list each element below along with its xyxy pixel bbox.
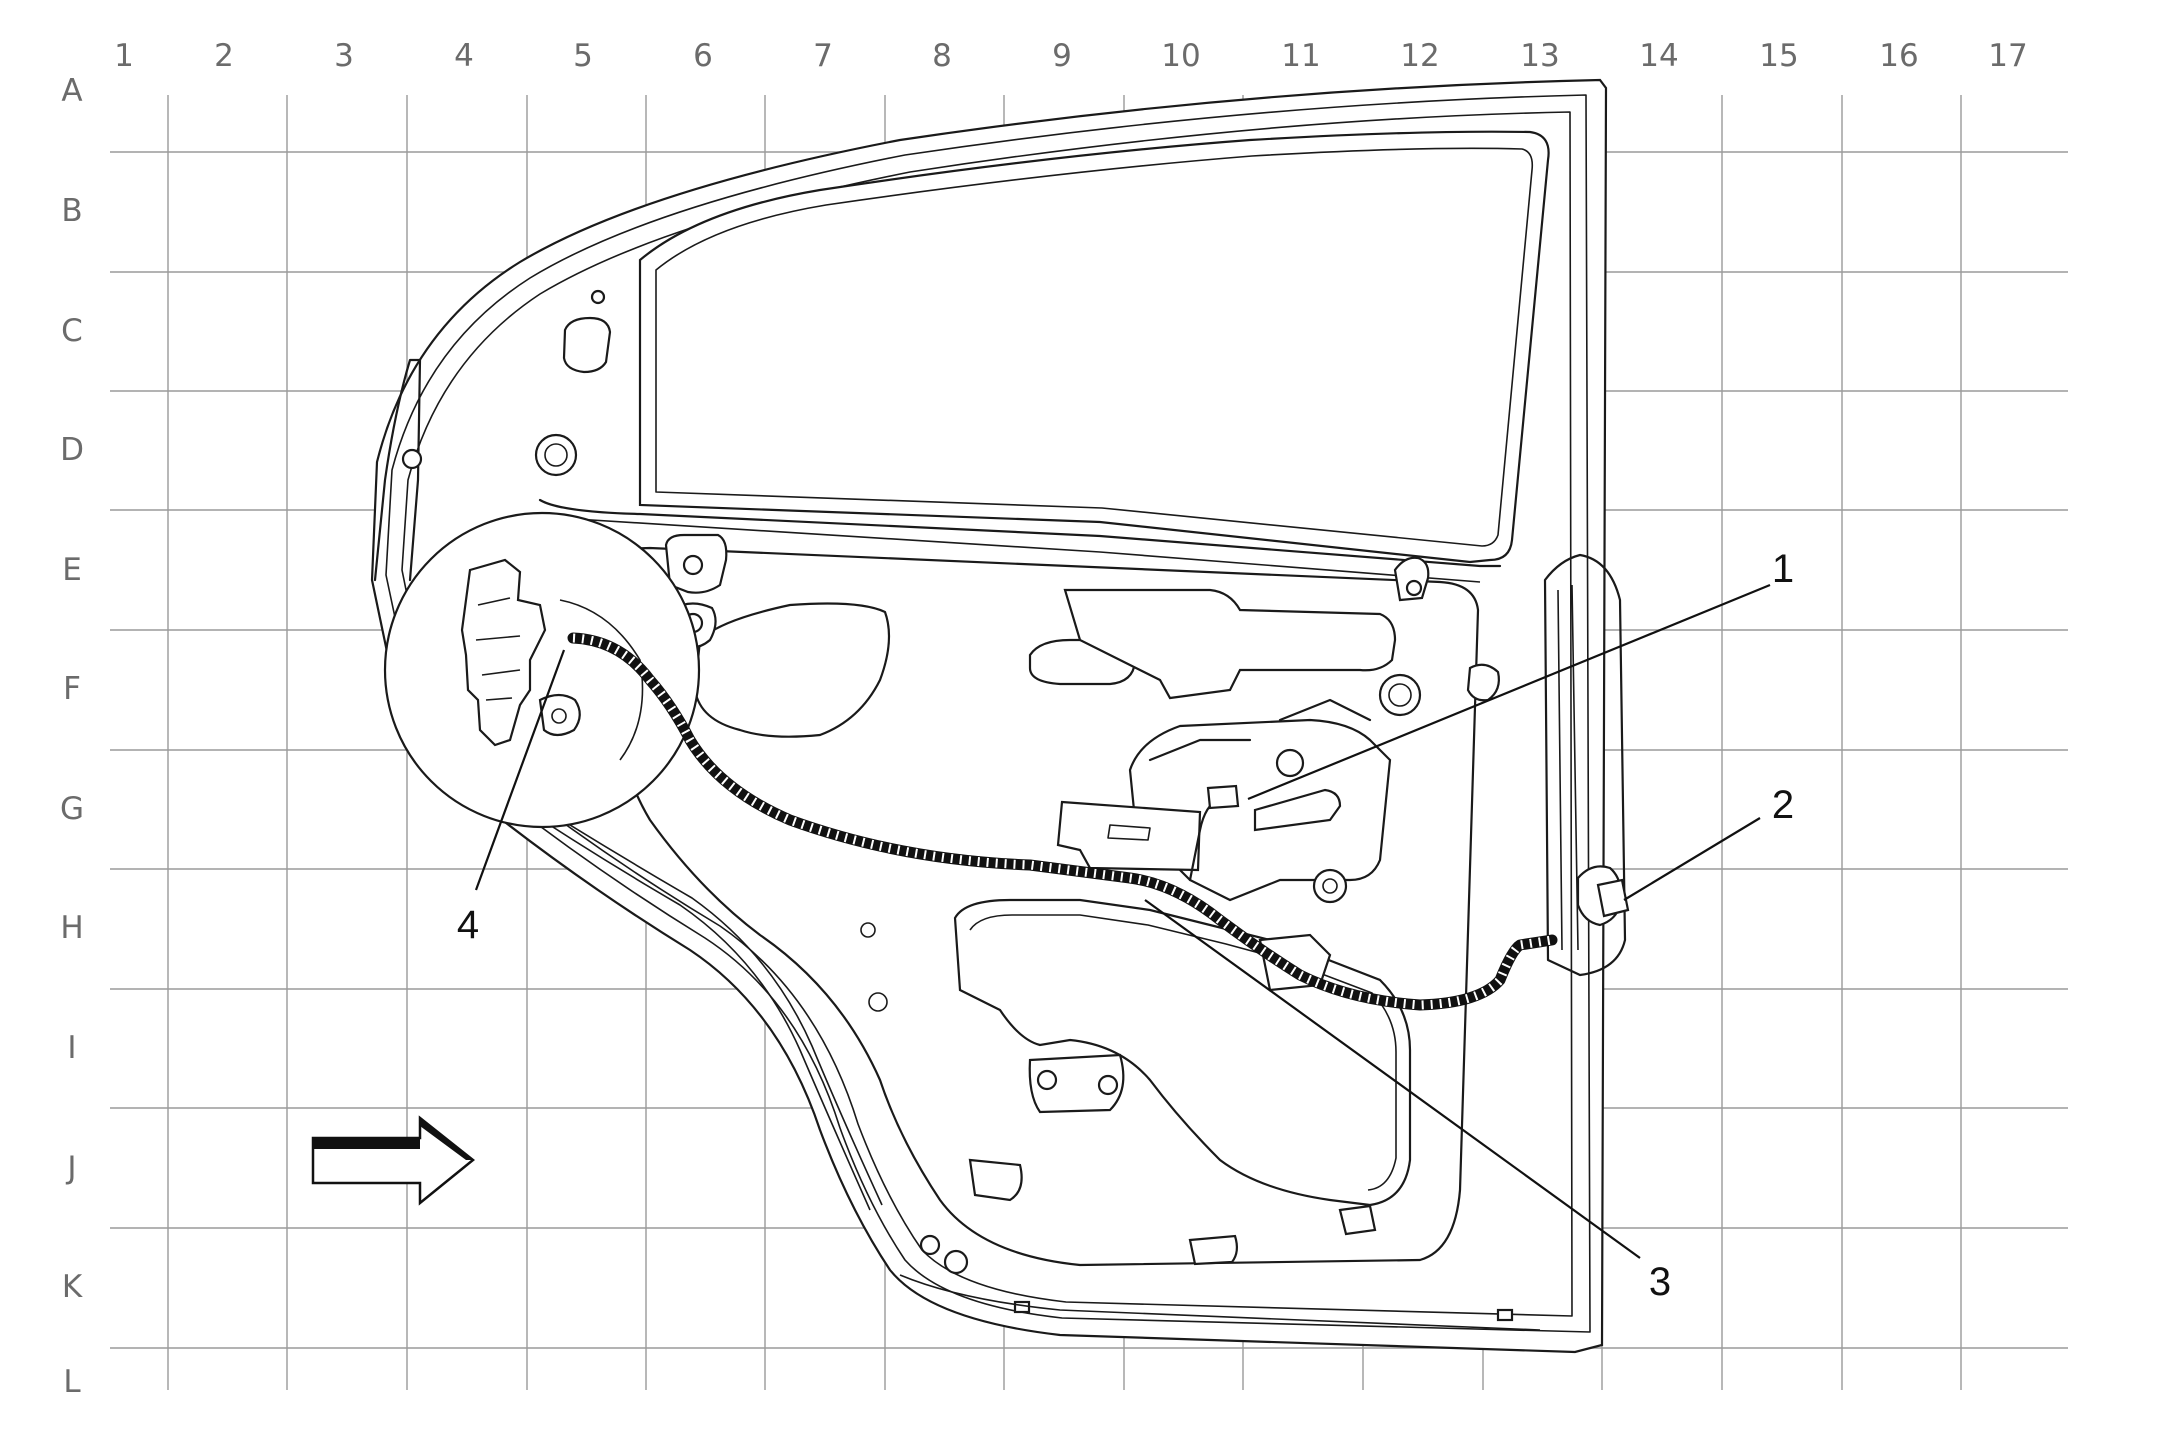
grid-row-labels: A B C D E F G H I J K L — [60, 73, 84, 1400]
door-edge-offset-1 — [385, 94, 1591, 1333]
lower-cutout-inner — [969, 914, 1397, 1191]
regulator-pivot — [1312, 868, 1348, 904]
belt-line-strip-lower — [559, 517, 1481, 583]
grid-row-label: L — [63, 1364, 81, 1400]
grid-column-label: 1 — [114, 38, 134, 74]
regulator-pivot-inner — [1322, 878, 1338, 894]
grid-column-label: 12 — [1400, 38, 1439, 74]
bolt — [682, 554, 704, 576]
grid-column-label: 7 — [813, 38, 833, 74]
grid-row-label: K — [62, 1269, 83, 1305]
lower-edge-seal — [899, 1274, 1541, 1331]
drain-hole — [919, 1234, 941, 1256]
lock-actuator-detail — [475, 597, 521, 701]
door-check-bracket — [1338, 1204, 1377, 1236]
callout-leader-2 — [1623, 817, 1761, 901]
lock-detail-circle — [383, 511, 701, 829]
grommet — [534, 433, 578, 477]
grid-row-label: H — [60, 910, 83, 946]
rear-door-inner-panel — [370, 78, 1630, 1354]
grommet-inner — [1388, 683, 1412, 707]
lower-bracket — [1028, 1053, 1125, 1114]
bolt — [1036, 1069, 1058, 1091]
callout-label-4: 4 — [457, 903, 479, 947]
front-pillar-strip — [373, 358, 422, 582]
callout-leader-3 — [1144, 899, 1641, 1259]
grommet — [1378, 673, 1422, 717]
grid-row-label: E — [62, 552, 82, 588]
door-wiring-harness — [567, 632, 1558, 1011]
grid-column-label: 3 — [334, 38, 354, 74]
bolt — [860, 922, 876, 938]
lower-boss — [1188, 1234, 1239, 1266]
regulator-arm — [1253, 788, 1342, 832]
grid-column-label: 8 — [932, 38, 952, 74]
grid-column-label: 14 — [1639, 38, 1678, 74]
grid-column-label: 5 — [573, 38, 593, 74]
label-window — [1107, 824, 1151, 841]
window-opening — [638, 130, 1550, 564]
grid-row-label: A — [61, 73, 82, 109]
arrow-shadow — [313, 1138, 420, 1149]
window-inner-seal — [655, 147, 1534, 547]
callout-leader-1 — [1247, 583, 1771, 801]
bolt — [868, 992, 888, 1012]
bolt — [551, 708, 567, 724]
callout-label-1: 1 — [1772, 547, 1794, 591]
grid-row-label: G — [60, 791, 84, 827]
belt-line-strip — [538, 498, 1502, 568]
callout-leaders — [474, 583, 1771, 1259]
grid-column-label: 6 — [693, 38, 713, 74]
drain-slot — [1013, 1300, 1031, 1314]
bolt — [590, 289, 606, 305]
bolt — [1097, 1074, 1119, 1096]
callout-leader-4 — [474, 649, 566, 891]
grid-column-label: 17 — [1988, 38, 2027, 74]
drain-hole — [943, 1249, 969, 1275]
forward-arrow-icon — [311, 1115, 475, 1206]
grommet-inner — [544, 443, 568, 467]
lock-circle-inner-arc — [559, 599, 644, 761]
drain-slot — [1496, 1308, 1514, 1322]
grid-column-label: 9 — [1052, 38, 1072, 74]
grid-column-label: 16 — [1879, 38, 1918, 74]
grid-column-label: 15 — [1759, 38, 1798, 74]
grid-row-label: C — [61, 313, 83, 349]
handle-bracket — [1063, 588, 1397, 700]
grid-row-label: B — [61, 193, 82, 229]
callout-labels: 1 2 3 4 — [457, 547, 1794, 1304]
grid-row-label: J — [65, 1150, 76, 1186]
door-edge-offset-2 — [401, 111, 1573, 1317]
grid-column-label: 4 — [454, 38, 474, 74]
lock-latch-plate — [538, 693, 581, 737]
clip — [401, 448, 423, 470]
callout-label-2: 2 — [1772, 783, 1794, 827]
grid-column-labels: 1 2 3 4 5 6 7 8 9 10 11 12 13 14 15 16 1… — [114, 38, 2028, 74]
arrow-shadow — [420, 1118, 473, 1160]
grid-column-label: 2 — [214, 38, 234, 74]
grid-column-label: 13 — [1520, 38, 1559, 74]
regulator-pivot — [1275, 748, 1305, 778]
door-lock-actuator — [460, 558, 547, 747]
callout-label-3: 3 — [1649, 1260, 1671, 1304]
mount-hole-upper — [562, 316, 612, 374]
lower-boss — [968, 1158, 1023, 1202]
arrow-outline — [311, 1115, 475, 1206]
grommet-connector-body — [1596, 878, 1630, 918]
grid-row-label: D — [60, 432, 84, 468]
grid-column-label: 11 — [1281, 38, 1320, 74]
mount-boss — [1466, 663, 1500, 702]
regulator-motor-connector — [1206, 784, 1240, 810]
rear-edge-strip — [1543, 553, 1627, 977]
grid-column-label: 10 — [1161, 38, 1200, 74]
bolt — [1405, 579, 1423, 597]
grid-row-label: F — [63, 671, 81, 707]
regulator-cable — [1148, 698, 1372, 762]
grid-row-label: I — [67, 1030, 76, 1066]
upper-speaker-cutout — [693, 602, 891, 738]
